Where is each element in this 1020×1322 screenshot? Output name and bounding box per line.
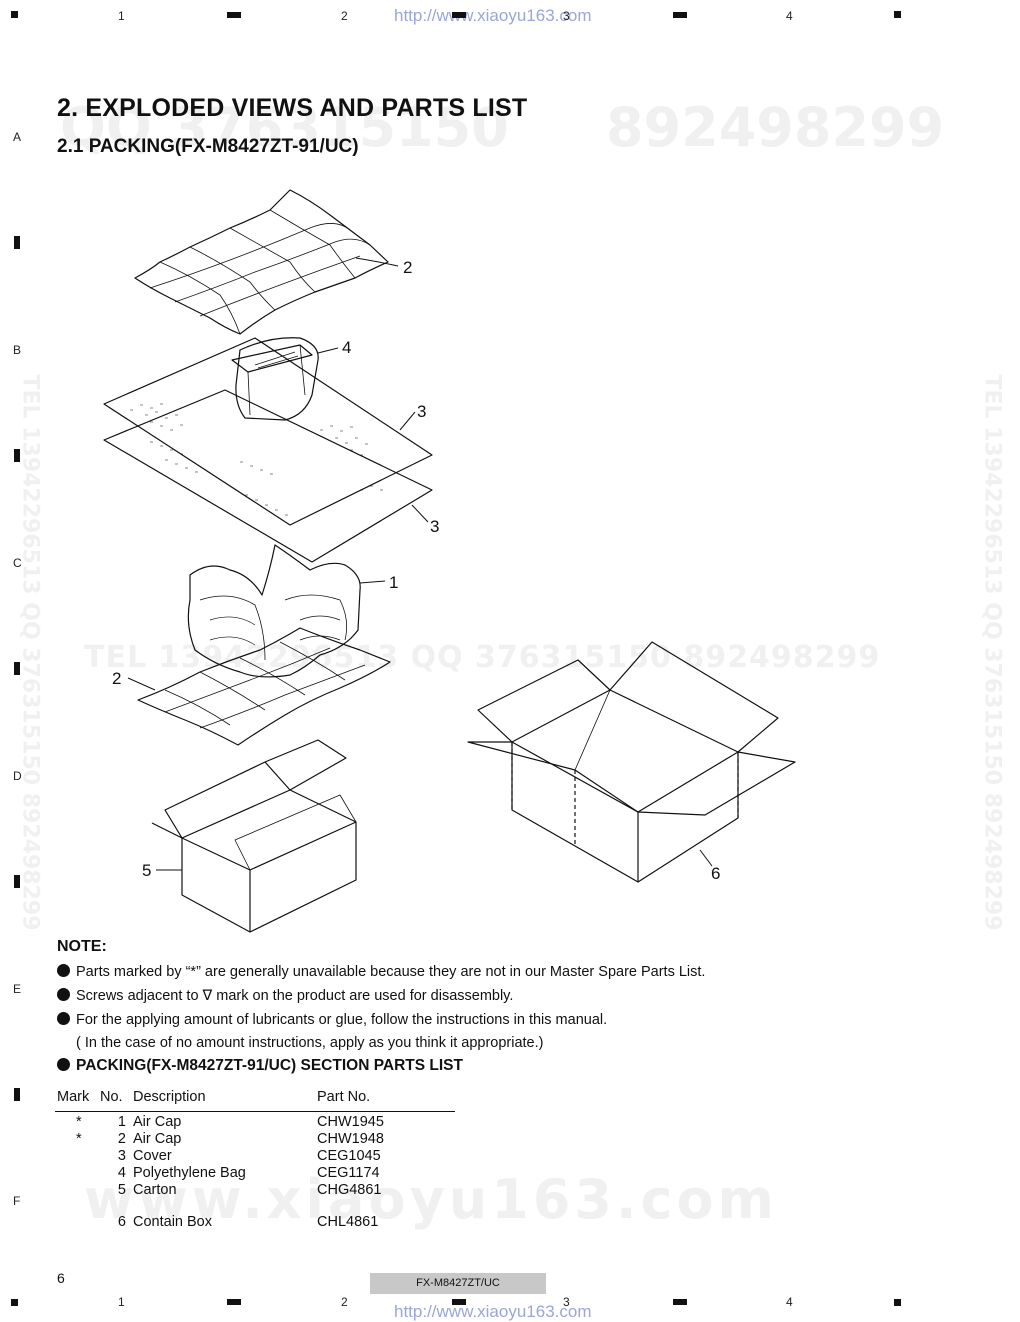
- callout-2-bottom: 2: [112, 669, 122, 688]
- column-marker-2: 2: [341, 9, 348, 23]
- corner-square-tl: [11, 11, 18, 18]
- model-label: FX-M8427ZT/UC: [370, 1273, 546, 1294]
- note-line: Screws adjacent to ∇ mark on the product…: [57, 988, 513, 1004]
- column-divider: [227, 12, 241, 18]
- callout-2-top: 2: [403, 258, 413, 277]
- air-cap-top-drawing: [134, 189, 389, 335]
- air-cap-bottom-drawing: [137, 627, 391, 746]
- corner-square-tr: [894, 11, 901, 18]
- column-divider: [452, 1299, 466, 1305]
- row-marker-e: E: [13, 982, 22, 996]
- bullet-icon: [57, 1012, 70, 1025]
- table-header-description: Description: [133, 1089, 206, 1105]
- column-marker-4: 4: [786, 9, 793, 23]
- watermark-bottom: www.xiaoyu163.com: [84, 1168, 778, 1231]
- column-marker-3-bottom: 3: [563, 1295, 570, 1309]
- watermark-top-left-fragment: QQ 376315150: [60, 96, 509, 159]
- column-divider: [673, 1299, 687, 1305]
- note-title: NOTE:: [57, 938, 107, 955]
- callout-3-upper: 3: [417, 402, 427, 421]
- column-marker-2-bottom: 2: [341, 1295, 348, 1309]
- callout-4: 4: [342, 338, 352, 357]
- note-line-indented: ( In the case of no amount instructions,…: [76, 1035, 544, 1051]
- callout-3-lower: 3: [430, 517, 440, 536]
- row-divider: [14, 662, 20, 675]
- cover-lower-drawing: [103, 389, 433, 563]
- carton-drawing: [151, 739, 357, 933]
- top-url[interactable]: http://www.xiaoyu163.com: [394, 6, 592, 25]
- row-marker-f: F: [13, 1194, 21, 1208]
- column-marker-1: 1: [118, 9, 125, 23]
- section-title: PACKING(FX-M8427ZT-91/UC) SECTION PARTS …: [57, 1057, 463, 1075]
- row-divider: [14, 875, 20, 888]
- column-divider: [673, 12, 687, 18]
- row-divider: [14, 449, 20, 462]
- contain-box-drawing: [467, 641, 796, 883]
- row-marker-a: A: [13, 130, 22, 144]
- bottom-url[interactable]: http://www.xiaoyu163.com: [394, 1302, 592, 1321]
- watermark-top-right: 892498299: [606, 96, 945, 159]
- air-cap-cushion-drawing: [187, 544, 361, 678]
- column-divider: [452, 12, 466, 18]
- table-header-mark: Mark: [57, 1089, 90, 1105]
- page-number: 6: [57, 1270, 65, 1286]
- row-marker-b: B: [13, 343, 22, 357]
- page-subtitle: 2.1 PACKING(FX-M8427ZT-91/UC): [57, 136, 359, 157]
- polyethylene-bag-drawing: [231, 337, 319, 421]
- column-divider: [227, 1299, 241, 1305]
- column-marker-3: 3: [563, 9, 570, 23]
- page-title: 2. EXPLODED VIEWS AND PARTS LIST: [57, 94, 528, 122]
- row-divider: [14, 236, 20, 249]
- note-line: For the applying amount of lubricants or…: [57, 1012, 607, 1028]
- column-marker-4-bottom: 4: [786, 1295, 793, 1309]
- callout-6: 6: [711, 864, 721, 883]
- bullet-icon: [57, 1058, 70, 1071]
- corner-square-bl: [11, 1299, 18, 1306]
- callout-1: 1: [389, 573, 399, 592]
- table-header-no: No.: [100, 1089, 123, 1105]
- note-line: Parts marked by “*” are generally unavai…: [57, 964, 705, 980]
- row-marker-c: C: [13, 556, 22, 570]
- corner-square-br: [894, 1299, 901, 1306]
- callout-5: 5: [142, 861, 152, 880]
- bullet-icon: [57, 964, 70, 977]
- column-marker-1-bottom: 1: [118, 1295, 125, 1309]
- table-header-part-no: Part No.: [317, 1089, 371, 1105]
- watermark-middle: TEL 13942296513 QQ 376315150 892498299: [84, 640, 881, 675]
- cover-upper-drawing: [103, 337, 433, 526]
- row-divider: [14, 1088, 20, 1101]
- bullet-icon: [57, 988, 70, 1001]
- row-marker-d: D: [13, 769, 22, 783]
- table-header-rule: [55, 1111, 455, 1112]
